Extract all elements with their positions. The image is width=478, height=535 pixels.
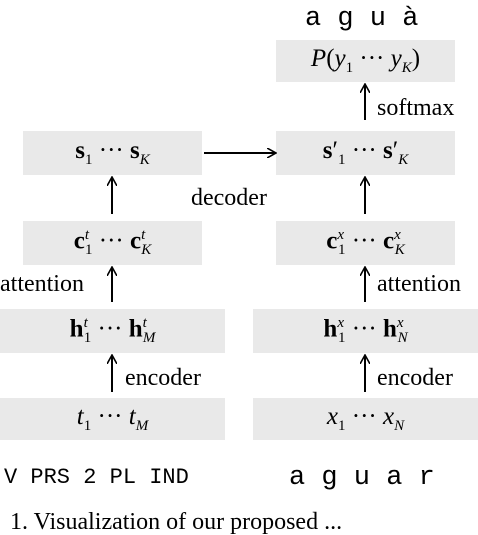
right-context-box: cx1 ··· cxK [276,221,455,265]
right-input-box: x1 ··· xN [253,398,478,440]
right-decoder-states-box: s′1 ··· s′K [276,131,455,175]
softmax-label: softmax [377,95,455,121]
right-input-label: x1 ··· xN [326,403,405,434]
left-hidden-label: ht1 ··· htM [69,314,156,347]
output-probability-box: P(y1 ··· yK) [276,40,455,82]
left-decoder-states-box: s1 ··· sK [23,131,202,175]
right-attention-label: attention [377,271,461,297]
right-hidden-label: hx1 ··· hxN [323,314,408,347]
left-input-tags: V PRS 2 PL IND [4,465,189,490]
left-hidden-box: ht1 ··· htM [0,309,225,353]
arrows-layer [0,0,478,392]
right-input-characters: a g u a r [289,463,435,493]
output-probability-label: P(y1 ··· yK) [310,45,421,76]
left-attention-label: attention [0,271,84,297]
left-input-box: t1 ··· tM [0,398,225,440]
right-hidden-box: hx1 ··· hxN [253,309,478,353]
left-input-label: t1 ··· tM [76,403,149,434]
left-encoder-label: encoder [125,365,201,391]
right-decoder-states-label: s′1 ··· s′K [322,137,409,168]
left-decoder-states-label: s1 ··· sK [75,137,150,168]
right-context-label: cx1 ··· cxK [326,226,405,259]
left-context-label: ct1 ··· ctK [73,226,152,259]
decoder-label: decoder [191,185,267,211]
output-characters: a g u à [305,4,419,34]
left-context-box: ct1 ··· ctK [23,221,202,265]
caption-fragment: 1. Visualization of our proposed ... [10,509,343,535]
right-encoder-label: encoder [377,365,453,391]
